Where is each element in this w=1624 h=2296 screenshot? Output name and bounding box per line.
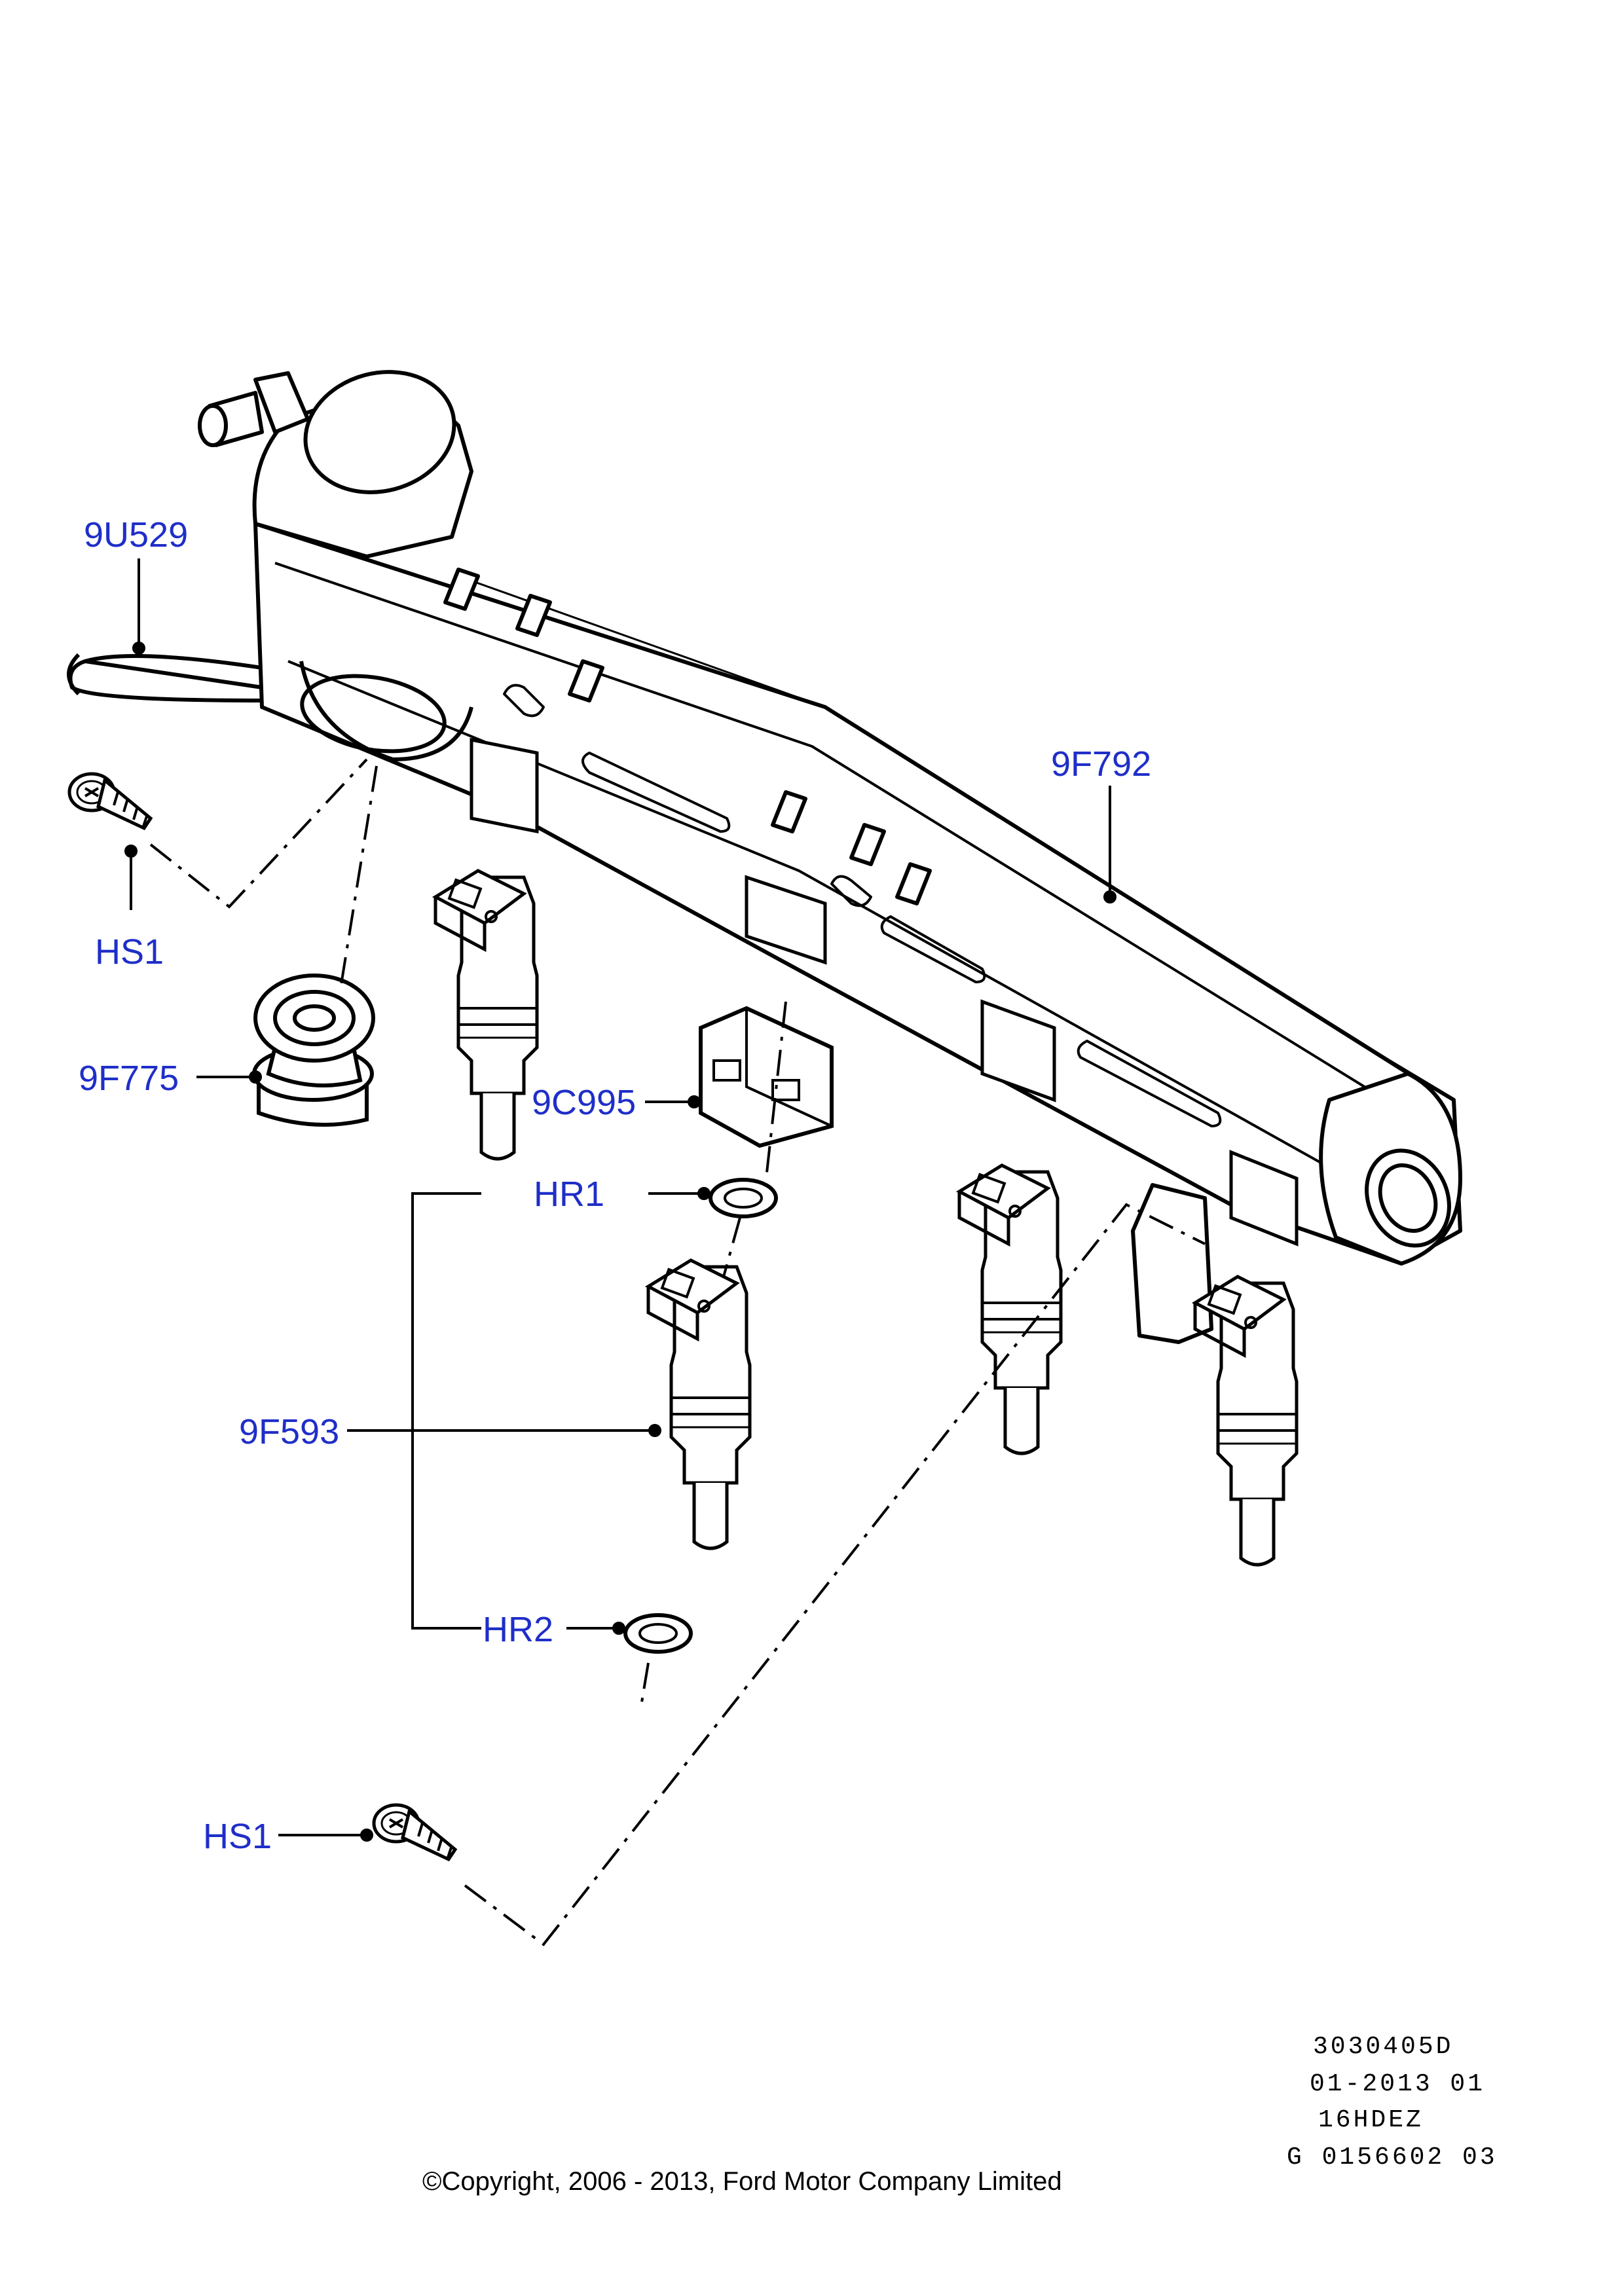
leader-lines: [124, 558, 1116, 1842]
copyright-notice: ©Copyright, 2006 - 2013, Ford Motor Comp…: [422, 2167, 1062, 2196]
o-ring-upper[interactable]: [709, 1178, 778, 1218]
retaining-clip[interactable]: [68, 654, 263, 702]
o-ring-lower[interactable]: [623, 1613, 693, 1654]
assembly-lines: [149, 758, 1206, 1946]
label-screw-lower[interactable]: HS1: [203, 1817, 272, 1856]
fuel-injector[interactable]: [648, 1260, 750, 1548]
installed-injectors: [435, 737, 1299, 1565]
screw-upper[interactable]: [69, 774, 151, 828]
screw-lower[interactable]: [374, 1805, 455, 1859]
fuel-rail[interactable]: [198, 355, 1464, 1344]
reference-date: 01-2013 01: [1310, 2070, 1486, 2098]
label-fuel-rail[interactable]: 9F792: [1051, 744, 1152, 784]
reference-code: 3030405D: [1313, 2033, 1454, 2061]
label-clip[interactable]: 9U529: [84, 515, 189, 555]
label-screw-upper[interactable]: HS1: [95, 932, 164, 972]
label-o-ring-lower[interactable]: HR2: [483, 1610, 554, 1649]
pressure-regulator[interactable]: [252, 974, 375, 1127]
reference-id: G 0156602 03: [1287, 2143, 1498, 2172]
reference-engine: 16HDEZ: [1318, 2106, 1424, 2134]
label-pressure-regulator[interactable]: 9F775: [79, 1059, 179, 1098]
injector-clip[interactable]: [699, 1006, 834, 1148]
label-o-ring-upper[interactable]: HR1: [534, 1175, 605, 1214]
label-fuel-injector[interactable]: 9F593: [239, 1412, 340, 1451]
label-injector-clip[interactable]: 9C995: [532, 1083, 637, 1122]
